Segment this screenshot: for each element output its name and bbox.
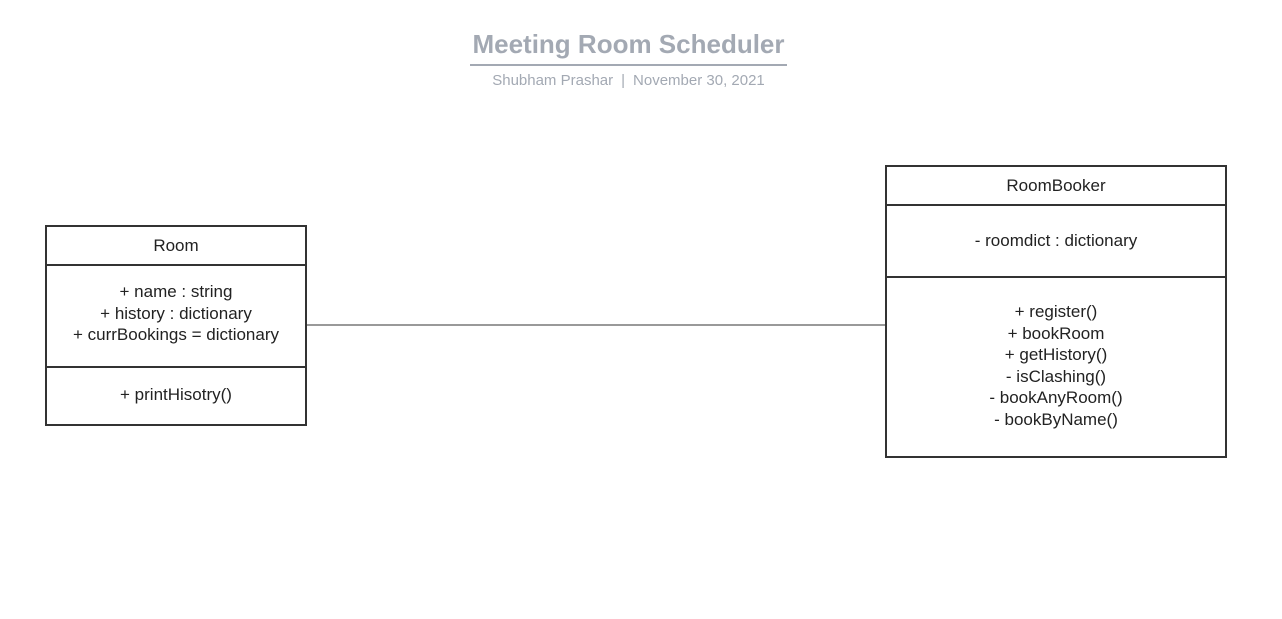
- class-name-roombooker: RoomBooker: [887, 167, 1225, 206]
- room-attribute-name: + name : string: [119, 282, 233, 301]
- roombooker-operation-bookroom: + bookRoom: [1007, 323, 1105, 343]
- roombooker-operation-isclashing: - isClashing(): [1005, 366, 1107, 386]
- room-attribute-currbookings: + currBookings = dictionary: [73, 325, 279, 344]
- room-attributes: + name : string + history : dictionary +…: [47, 266, 305, 368]
- roombooker-operations: + register() + bookRoom + getHistory() -…: [887, 278, 1225, 430]
- author-name: Shubham Prashar: [492, 72, 614, 89]
- class-box-room[interactable]: Room + name : string + history : diction…: [45, 225, 307, 426]
- diagram-header: Meeting Room Scheduler Shubham Prashar | N…: [0, 28, 1257, 91]
- roombooker-attributes: - roomdict : dictionary: [887, 206, 1225, 278]
- room-operations: + printHisotry(): [47, 368, 305, 406]
- roombooker-attribute-roomdict: - roomdict : dictionary: [974, 231, 1138, 251]
- roombooker-operation-bookanyroom: - bookAnyRoom(): [989, 388, 1123, 407]
- subtitle-separator: |: [621, 72, 626, 89]
- diagram-date: November 30, 2021: [633, 72, 765, 89]
- roombooker-operation-bookbyname: - bookByName(): [994, 409, 1118, 429]
- diagram-title: Meeting Room Scheduler: [470, 28, 787, 66]
- class-name-room: Room: [47, 227, 305, 266]
- class-box-roombooker[interactable]: RoomBooker - roomdict : dictionary + reg…: [885, 165, 1227, 458]
- room-operation-printhisotry: + printHisotry(): [120, 385, 232, 404]
- room-attribute-history: + history : dictionary: [100, 303, 252, 323]
- roombooker-operation-register: + register(): [1014, 302, 1098, 321]
- roombooker-operation-gethistory: + getHistory(): [1004, 345, 1108, 364]
- diagram-subtitle: Shubham Prashar | November 30, 2021: [0, 71, 1257, 91]
